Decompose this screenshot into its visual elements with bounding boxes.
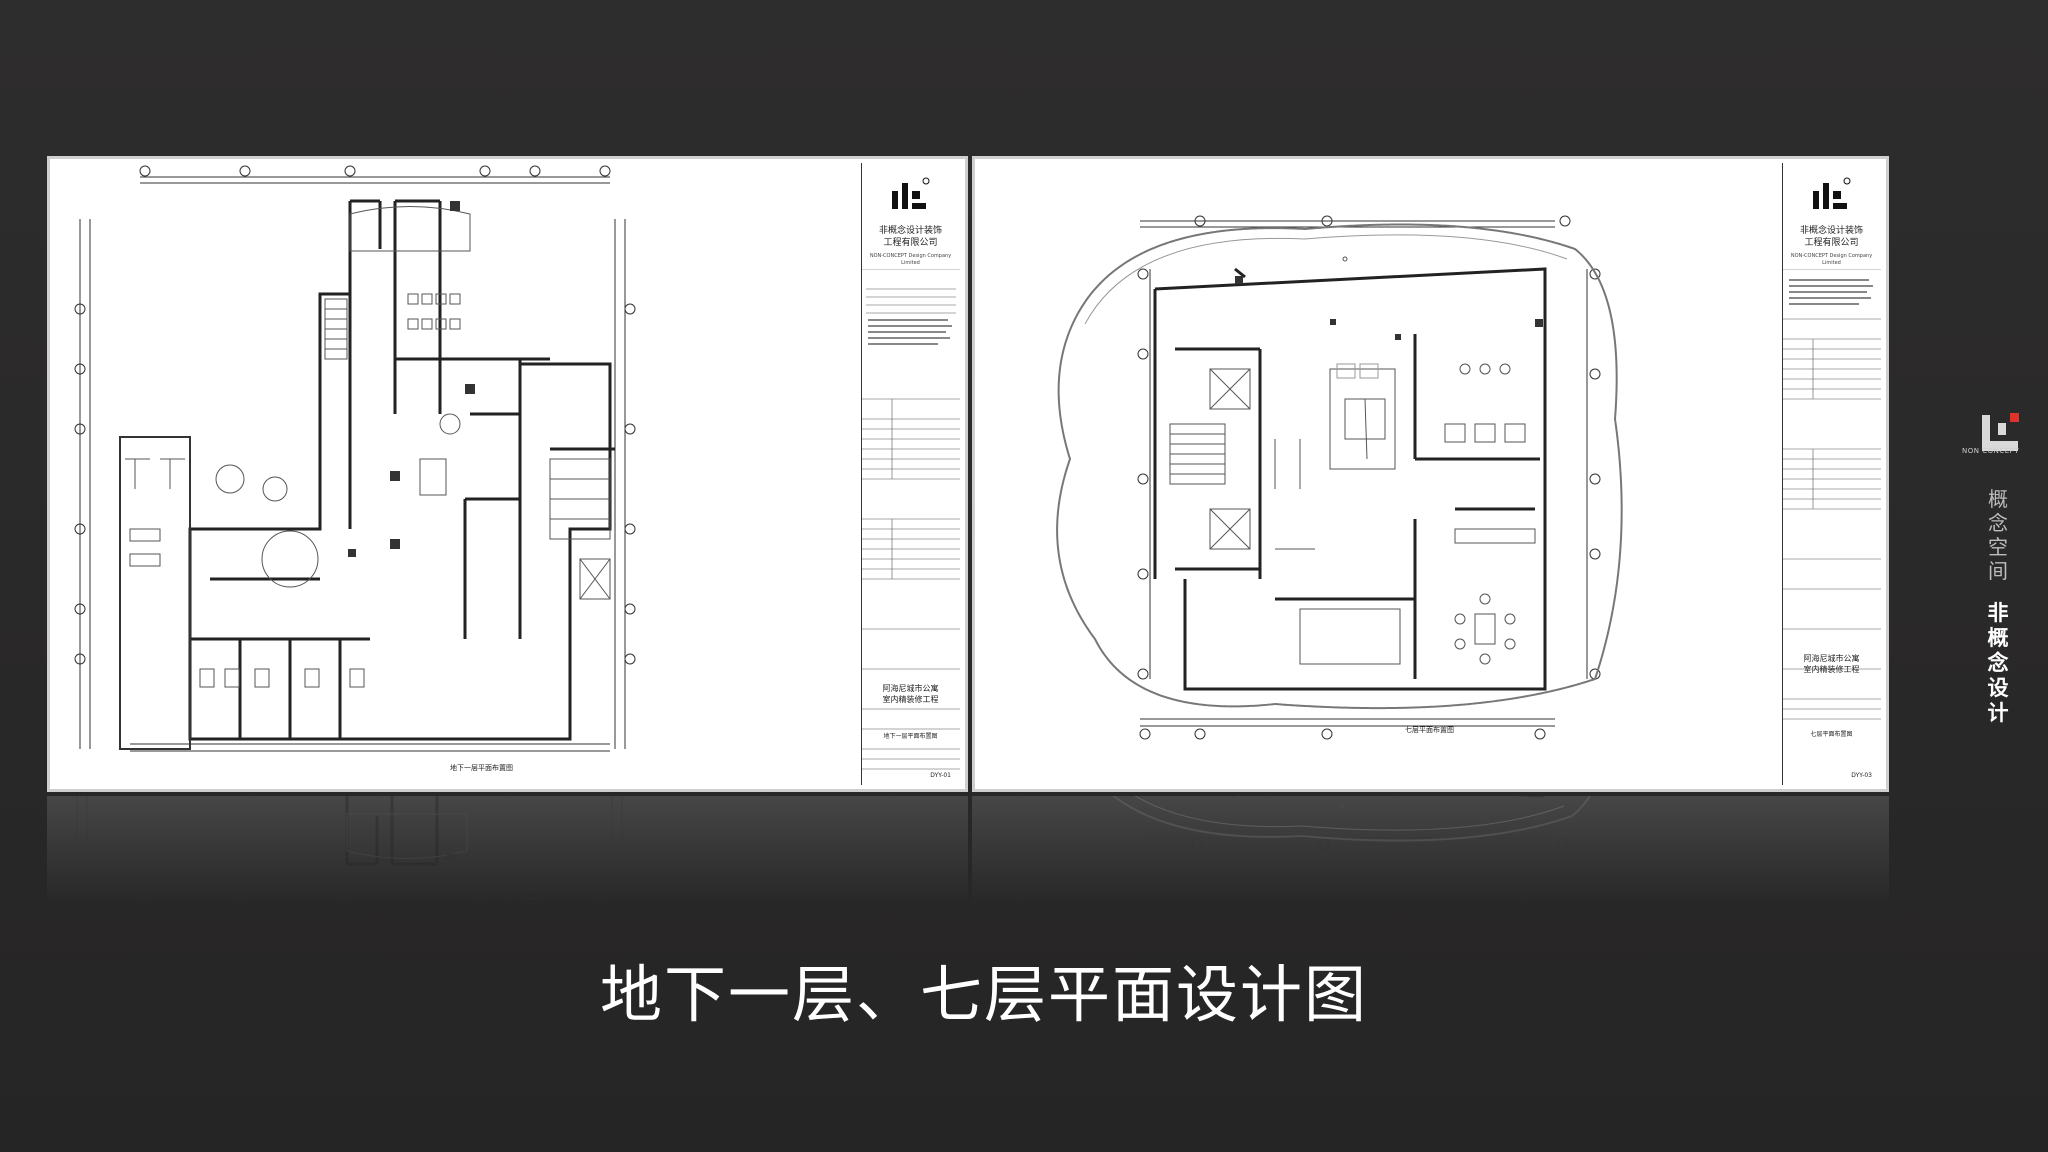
company-logo-icon: [1813, 177, 1851, 209]
plan-caption: 七层平面布置图: [1405, 726, 1454, 734]
slide-title: 地下一层、七层平面设计图: [599, 958, 1368, 1031]
brand-logo-icon: [1982, 413, 2019, 451]
project-name: 阿海尼城市公寓 室内精装修工程: [1803, 654, 1860, 674]
brand-logo-text: NON CONCEPT: [1962, 447, 2020, 455]
drawing-title: 七层平面布置图: [1810, 731, 1853, 738]
brand-accent-square: [2010, 413, 2019, 422]
reflected-plan-drawing: [1053, 796, 1620, 850]
company-name: 非概念设计装饰 工程有限公司: [878, 226, 942, 248]
reflected-plan-drawing: [76, 796, 623, 900]
sheet-reflection-right: [972, 796, 1889, 906]
floor-plan-sheet-seventh: 七层平面布置图 非概念设计装饰 工程有限公司 NON-CONCEPT Desig…: [972, 156, 1889, 792]
seventh-floor-plan-drawing: [1056, 215, 1623, 740]
drawing-number: DYY-01: [930, 772, 951, 779]
company-name-en: NON-CONCEPT Design Company Limited: [869, 253, 952, 266]
company-name-en: NON-CONCEPT Design Company Limited: [1790, 253, 1873, 266]
title-block-grid: [862, 269, 960, 770]
company-name: 非概念设计装饰 工程有限公司: [1799, 226, 1863, 248]
drawing-title-block: 非概念设计装饰 工程有限公司 NON-CONCEPT Design Compan…: [1782, 163, 1881, 785]
brand-subtitle: 概念空间: [1988, 487, 2008, 583]
plan-caption: 地下一层平面布置图: [450, 764, 513, 772]
project-name: 阿海尼城市公寓 室内精装修工程: [882, 684, 939, 704]
floor-plan-sheet-basement: 地下一层平面布置图 非概念设计装饰 工程有限公司 NON-CONCEPT Des…: [47, 156, 968, 792]
title-block-grid: [1783, 269, 1881, 720]
drawing-title: 地下一层平面布置图: [883, 733, 938, 740]
basement-floor-plan-drawing: [74, 165, 636, 752]
sheet-reflection-left: [47, 796, 968, 906]
drawing-number: DYY-03: [1851, 772, 1872, 779]
brand-sidebar: NON CONCEPT 概念空间 非概念设计: [1948, 405, 2048, 745]
brand-name: 非概念设计: [1987, 601, 2009, 725]
company-logo-icon: [892, 177, 930, 209]
drawing-title-block: 非概念设计装饰 工程有限公司 NON-CONCEPT Design Compan…: [861, 163, 960, 785]
